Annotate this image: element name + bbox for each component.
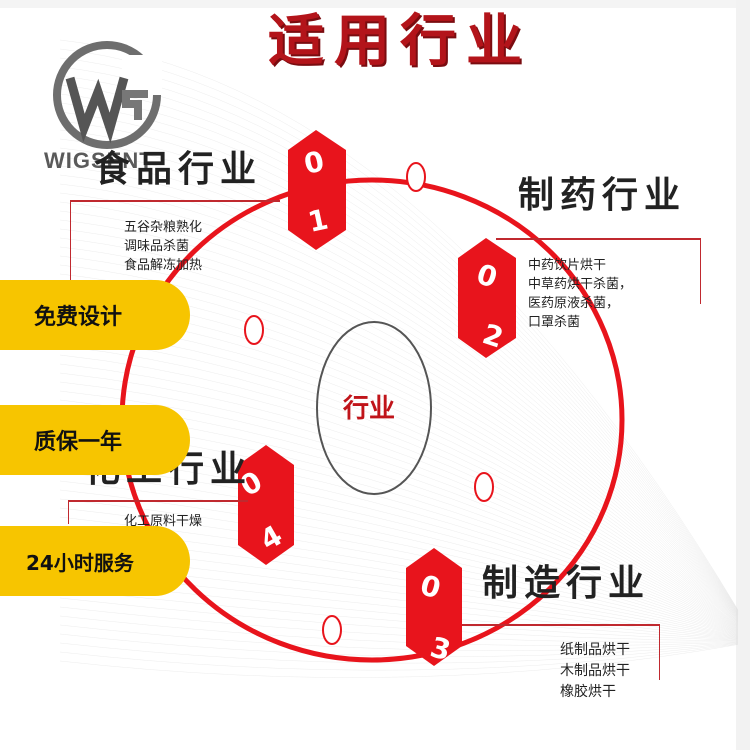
industry-line: 橡胶烘干 (560, 684, 616, 700)
fan-line (59, 147, 739, 617)
industry-line: 中草药烘干杀菌， (528, 277, 633, 292)
fan-line (59, 381, 739, 630)
fan-line (59, 354, 739, 628)
industry-list-04: 化工原料干燥 (124, 512, 202, 531)
divider-03-vertical (659, 624, 660, 680)
center-ring (316, 321, 432, 495)
right-border (736, 0, 750, 750)
fan-line (59, 156, 739, 617)
top-border (0, 0, 750, 8)
industry-line: 木制品烘干 (560, 663, 630, 679)
fan-line (59, 480, 739, 635)
fan-line (59, 507, 739, 637)
fan-line (59, 192, 739, 619)
divider-01 (70, 200, 280, 202)
fan-line (59, 498, 739, 636)
fan-line (59, 75, 739, 613)
fan-line (59, 255, 739, 623)
industry-line: 五谷杂粮熟化 (124, 220, 203, 235)
divider-04 (68, 500, 248, 502)
ring-dot (406, 162, 426, 192)
industry-title-02: 制药行业 (518, 175, 687, 216)
fan-line (59, 183, 739, 619)
fan-line (59, 372, 739, 629)
fan-line (59, 210, 739, 620)
ring-dot (244, 315, 264, 345)
industry-line: 口罩杀菌 (528, 315, 581, 330)
fan-line (59, 48, 739, 611)
brand-name: WIGSENT (44, 148, 154, 173)
fan-line (59, 201, 739, 620)
fan-line (59, 462, 739, 634)
center-label: 行业 (343, 394, 396, 424)
fan-line (59, 644, 739, 678)
hex-badge-01: 0 1 (288, 130, 346, 250)
fan-line (59, 39, 739, 611)
hex-badge-02: 0 2 (458, 238, 516, 358)
industry-list-01: 五谷杂粮熟化 调味品杀菌 食品解冻加热 (124, 218, 202, 275)
fan-line (59, 642, 739, 664)
fan-line (59, 138, 739, 616)
ring-dot (322, 615, 342, 645)
one-year-warranty-button[interactable]: 质保一年 (0, 405, 190, 475)
fan-line (59, 174, 739, 618)
industry-line: 纸制品烘干 (560, 642, 630, 658)
fan-line (59, 129, 739, 616)
industry-title-03: 制造行业 (482, 563, 651, 604)
fan-line (59, 363, 739, 629)
hex-badge-03: 0 3 (406, 548, 462, 667)
fan-line (59, 111, 739, 615)
industry-line: 调味品杀菌 (124, 239, 190, 254)
fan-line (59, 471, 739, 635)
industry-line: 化工原料干燥 (124, 514, 203, 529)
brand-logo-icon (53, 41, 162, 149)
hex-badge-04: 0 4 (235, 445, 294, 565)
fan-line (59, 246, 739, 622)
industry-line: 医药原液杀菌， (528, 296, 620, 311)
fan-line (59, 84, 739, 613)
industry-list-02: 中药饮片烘干 中草药烘干杀菌， 医药原液杀菌， 口罩杀菌 (528, 256, 632, 332)
divider-04-vertical (68, 500, 69, 524)
divider-02-vertical (700, 238, 701, 304)
divider-02 (496, 238, 701, 240)
24h-service-button[interactable]: 24小时服务 (0, 526, 190, 596)
industry-line: 食品解冻加热 (124, 258, 203, 273)
fan-line (59, 93, 739, 614)
fan-line (59, 165, 739, 618)
industry-list-03: 纸制品烘干 木制品烘干 橡胶烘干 (560, 640, 630, 703)
fan-line (59, 66, 739, 612)
fan-line (59, 489, 739, 636)
fan-line (59, 237, 739, 622)
fan-line (59, 643, 739, 671)
fan-line (59, 57, 739, 612)
fan-line (59, 228, 739, 621)
fan-line (59, 102, 739, 614)
divider-01-vertical (70, 200, 71, 290)
industry-line: 中药饮片烘干 (528, 258, 607, 273)
fan-line (59, 120, 739, 615)
fan-line (59, 345, 739, 628)
industry-title-01: 食品行业 (94, 149, 263, 190)
divider-03 (462, 624, 660, 626)
free-design-button[interactable]: 免费设计 (0, 280, 190, 350)
ring-dot (474, 472, 494, 502)
fan-line (59, 624, 739, 651)
page-title: 适用行业 (268, 9, 532, 74)
fan-line (59, 336, 739, 627)
